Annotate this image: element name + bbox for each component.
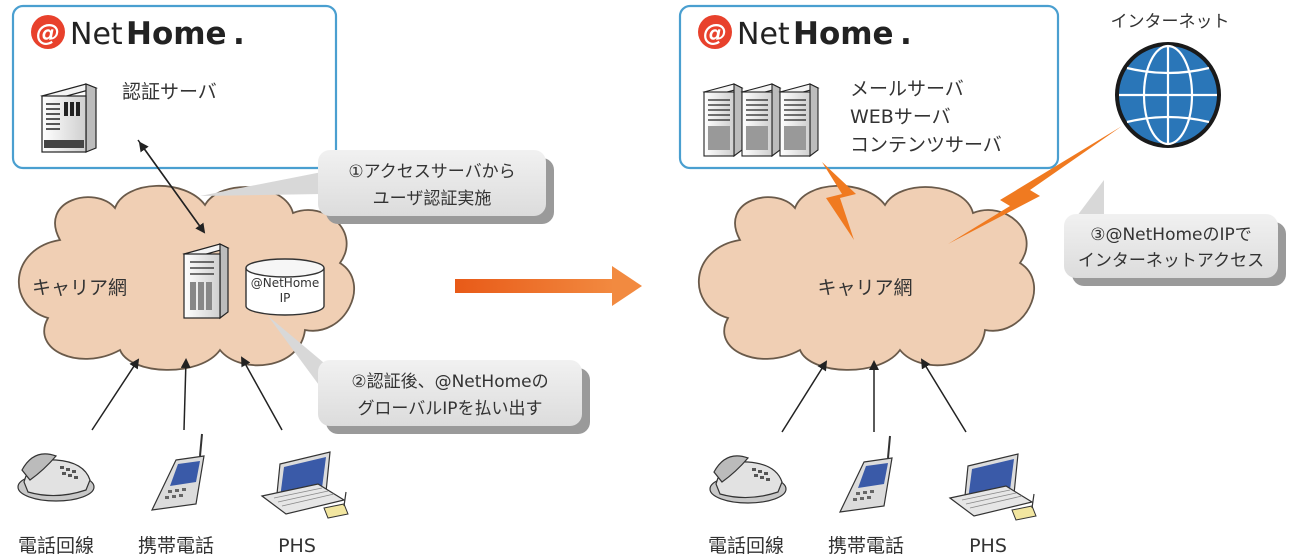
logo-at-symbol: @ [36, 19, 60, 47]
logo-home-right: Home [793, 16, 894, 52]
globe-icon [1115, 42, 1221, 148]
device-label-phone-right: 電話回線 [708, 535, 784, 557]
server-label-contents: コンテンツサーバ [850, 134, 1002, 156]
phone-arrow-left [91, 358, 140, 431]
device-label-phone-left: 電話回線 [18, 535, 94, 557]
device-label-phs-left: PHS [278, 535, 316, 557]
phs-arrow-right [920, 358, 967, 433]
auth-server-label: 認証サーバ [122, 81, 217, 103]
carrier-label-right: キャリア網 [817, 277, 912, 299]
phs-arrow-left [241, 356, 283, 431]
telephone-icon [17, 453, 95, 502]
device-label-phs-right: PHS [969, 535, 1007, 557]
logo-dot: . [233, 16, 245, 52]
mobile-phone-icon [150, 433, 205, 511]
transition-arrow [455, 266, 642, 306]
logo-home: Home [126, 16, 227, 52]
callout-internet: ③@NetHomeのIPで インターネットアクセス [1064, 180, 1286, 286]
logo-at-circle-right [698, 15, 732, 49]
carrier-label-left: キャリア網 [32, 277, 127, 299]
callout-auth: ①アクセスサーバから ユーザ認証実施 [200, 150, 554, 224]
logo-at-circle [31, 15, 65, 49]
server-label-web: WEBサーバ [850, 106, 951, 128]
left-panel: @ Net Home . 認証サーバ キャリア網 [11, 4, 590, 557]
logo-dot-right: . [900, 16, 912, 52]
nethome-logo-right: @ Net Home . [698, 15, 912, 52]
laptop-icon [260, 451, 349, 519]
mobile-arrow-left [180, 358, 191, 431]
right-panel: @ Net Home . [678, 4, 1286, 557]
logo-net-right: Net [737, 17, 790, 52]
telephone-icon-right [709, 455, 787, 504]
callout-internet-line1: ③@NetHomeのIPで [1090, 225, 1252, 245]
callout-auth-line1: ①アクセスサーバから [348, 162, 515, 182]
mobile-phone-icon-right [838, 435, 893, 513]
callout-internet-line2: インターネットアクセス [1078, 251, 1264, 271]
logo-net: Net [70, 17, 123, 52]
callout-ip: ②認証後、@NetHomeの グローバルIPを払い出す [268, 316, 590, 434]
access-server-icon [182, 243, 230, 320]
laptop-icon-right [948, 453, 1037, 521]
server-icon [40, 83, 98, 153]
device-label-mobile-right: 携帯電話 [828, 535, 904, 557]
internet-label: インターネット [1111, 12, 1230, 32]
device-label-mobile-left: 携帯電話 [138, 535, 214, 557]
callout-ip-line2: グローバルIPを払い出す [357, 399, 542, 419]
db-label-line1: @NetHome [251, 276, 320, 290]
callout-auth-line2: ユーザ認証実施 [373, 189, 492, 209]
phone-arrow-right [781, 360, 828, 433]
callout-ip-line1: ②認証後、@NetHomeの [351, 372, 548, 392]
nethome-logo-left: @ Net Home . [31, 15, 245, 52]
server-label-mail: メールサーバ [850, 78, 964, 100]
lightning-to-internet [948, 126, 1122, 244]
lightning-to-servers [822, 162, 856, 240]
logo-at-symbol-right: @ [703, 19, 727, 47]
db-label-line2: IP [280, 291, 291, 305]
ip-database-icon [245, 258, 325, 316]
auth-link-arrow-back [138, 141, 205, 233]
server-rack-icon [702, 83, 820, 158]
